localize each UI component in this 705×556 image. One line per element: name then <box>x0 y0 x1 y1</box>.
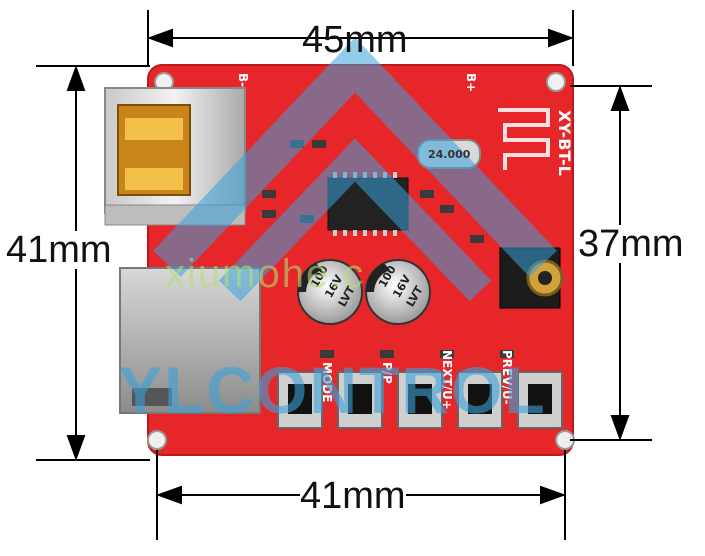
watermark-url: xiumohe.c <box>165 252 366 296</box>
dimension-top-width: 45mm <box>302 19 408 61</box>
dimension-right-height: 37mm <box>578 223 684 265</box>
push-button <box>337 371 383 429</box>
antenna <box>498 108 550 170</box>
dimension-left-height: 41mm <box>6 229 112 271</box>
dimension-bottom-width: 41mm <box>300 475 406 517</box>
push-button <box>277 371 323 429</box>
crystal-label: 24.000 <box>428 148 471 161</box>
silk-b-minus: B- <box>236 73 250 88</box>
push-button <box>457 371 503 429</box>
board-model-label: XY-BT-L <box>555 110 574 176</box>
watermark-brand: YLCONTROL <box>118 353 547 427</box>
push-button <box>517 371 563 429</box>
capacitor-right <box>365 259 431 325</box>
mounting-holes <box>147 72 575 450</box>
usb-port <box>104 87 246 226</box>
dimension-lines <box>36 10 652 540</box>
capacitor-left <box>297 259 363 325</box>
push-button <box>397 371 443 429</box>
silk-b-plus: B+ <box>464 73 478 93</box>
watermark-logo <box>153 37 557 302</box>
